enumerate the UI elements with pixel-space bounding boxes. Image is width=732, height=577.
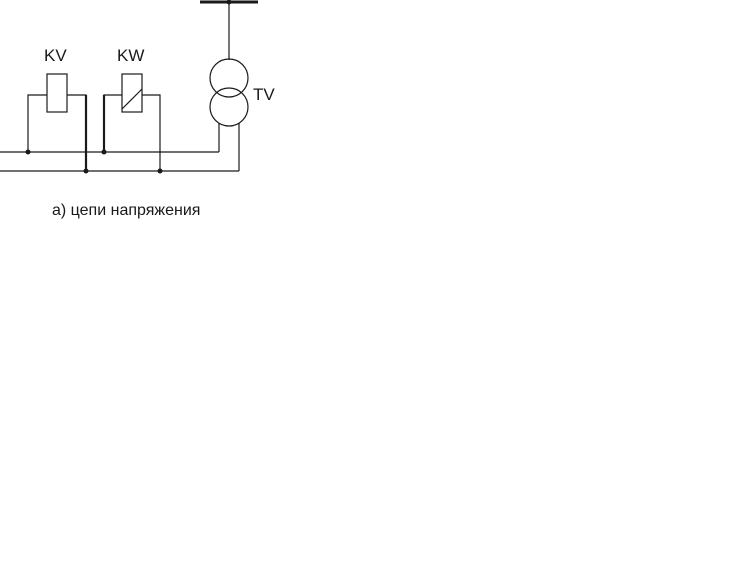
relay-kv-circuit [25, 73, 89, 174]
relay-kw-coil [121, 73, 143, 113]
label-kv: KV [44, 46, 67, 65]
label-kw: KW [117, 46, 144, 65]
relay-kw-coil-diagonal [121, 88, 143, 110]
diagram-caption: а) цепи напряжения [52, 202, 200, 219]
kw-node-upper [101, 149, 107, 155]
kv-node-lower [83, 168, 89, 174]
transformer-primary-winding [209, 58, 249, 98]
label-tv: TV [253, 85, 275, 104]
transformer-secondary-winding [209, 87, 249, 127]
relay-kv-coil [46, 73, 68, 113]
kv-node-upper [25, 149, 31, 155]
kw-node-lower [157, 168, 163, 174]
transformer-tv-symbol [209, 58, 249, 127]
relay-kw-circuit [101, 73, 163, 174]
